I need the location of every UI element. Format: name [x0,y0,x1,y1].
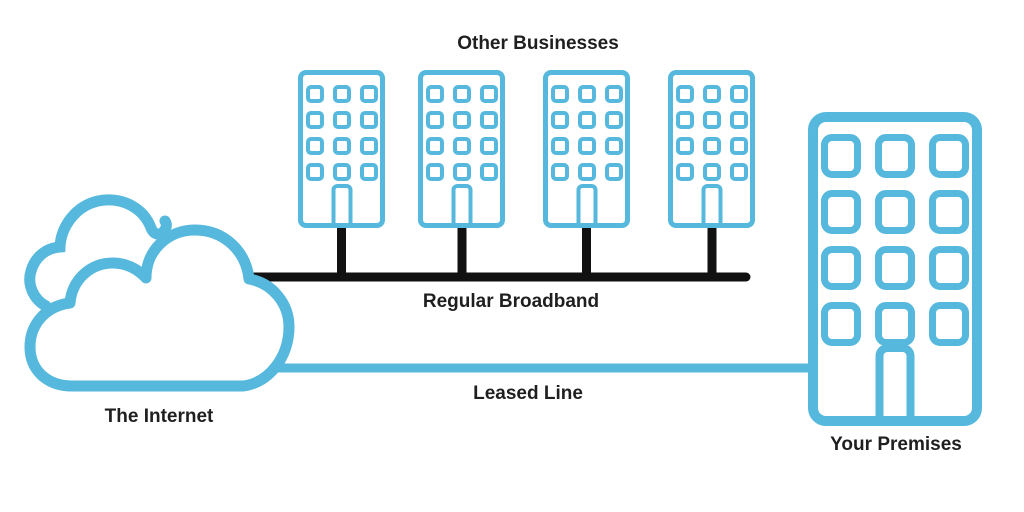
regular-broadband-label: Regular Broadband [422,291,600,312]
building-windows [818,122,972,346]
building-door [701,184,722,223]
office-building-icon-4 [668,70,755,228]
building-windows [303,75,380,181]
your-premises-label: Your Premises [830,434,962,455]
cloud-back-puff-icon [24,194,172,312]
other-businesses-label: Other Businesses [457,33,619,54]
building-door [576,184,597,223]
building-windows [423,75,500,181]
building-door [875,344,915,416]
office-building-icon-2 [418,70,505,228]
broadband-drop-lines [337,226,717,277]
office-building-icon-1 [298,70,385,228]
building-windows [548,75,625,181]
building-windows [673,75,750,181]
building-door [451,184,472,223]
internet-cloud-icon [24,224,295,392]
office-building-icon-3 [543,70,630,228]
building-door [331,184,352,223]
premises-building-icon [808,112,982,426]
the-internet-label: The Internet [104,406,214,427]
leased-line-label: Leased Line [473,383,583,404]
